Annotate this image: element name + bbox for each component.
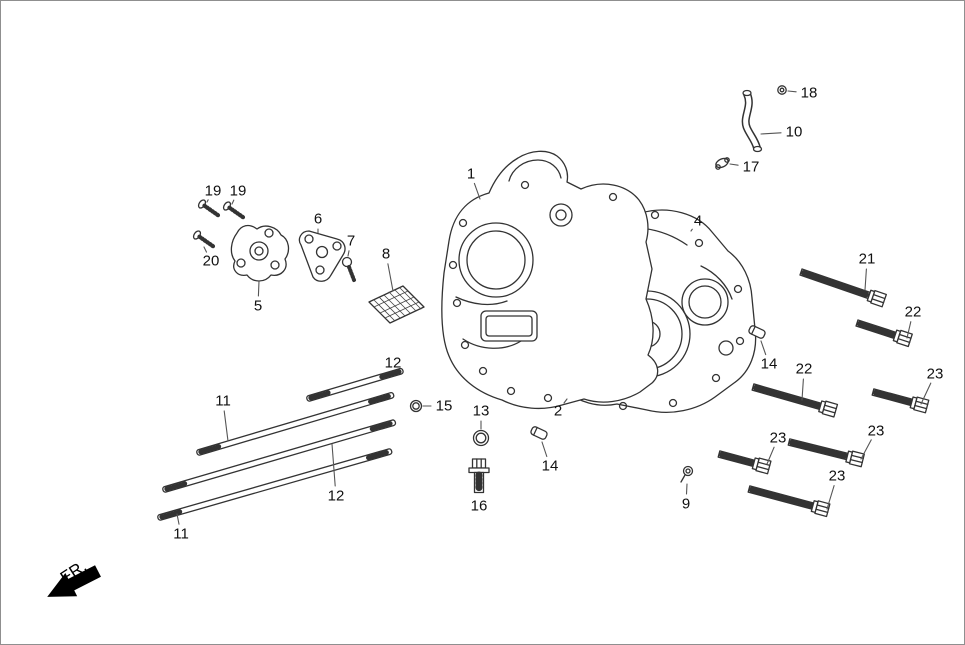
leader-line	[826, 485, 835, 510]
part-bolt-22b	[751, 383, 839, 418]
fr-direction-indicator: FR.	[47, 557, 101, 597]
leader-line	[203, 246, 208, 253]
part-bolt-23c	[717, 450, 772, 475]
leader-line	[541, 441, 548, 458]
part-bolt-21	[799, 268, 887, 308]
part-gasket-plate	[298, 230, 346, 282]
leader-lines	[176, 90, 932, 525]
part-screw-20	[192, 230, 217, 250]
part-bolt-23d	[747, 485, 831, 518]
leader-line	[906, 321, 912, 339]
part-dowel-pin-center	[530, 426, 548, 440]
leader-line	[331, 443, 336, 487]
leader-line	[729, 163, 739, 166]
leader-line	[563, 398, 568, 404]
part-stud-12-short	[306, 367, 404, 402]
leader-line	[473, 182, 481, 200]
leader-line	[766, 446, 775, 465]
part-stud-11-upper	[196, 392, 395, 456]
part-screw-19a	[197, 199, 222, 219]
part-clip	[680, 465, 694, 483]
leader-line	[685, 483, 688, 495]
part-oil-screen	[368, 285, 425, 324]
part-bolt-23a	[871, 388, 930, 414]
part-clamp-17	[715, 157, 730, 170]
leader-line	[347, 250, 350, 257]
leader-line	[231, 199, 235, 205]
leader-line	[690, 228, 693, 232]
part-screw-19b	[222, 201, 247, 221]
leader-line	[760, 132, 782, 135]
part-dowel-pin-right	[748, 325, 766, 339]
fr-arrow-icon	[47, 565, 101, 597]
part-bolt-small	[341, 256, 356, 282]
part-screw-18	[777, 85, 787, 95]
leader-line	[760, 340, 767, 356]
leader-line	[206, 199, 209, 203]
leader-line	[920, 382, 932, 405]
part-breather-tube	[741, 89, 763, 153]
leader-line	[864, 268, 867, 291]
leader-line	[387, 263, 394, 292]
leader-line	[176, 513, 180, 525]
part-bolt-23b	[787, 438, 865, 468]
leader-line	[787, 90, 797, 93]
leader-line	[223, 410, 229, 442]
part-stud-12-long	[162, 419, 397, 493]
part-crankcase-left	[441, 150, 659, 410]
leader-line	[860, 439, 872, 460]
leader-line	[801, 378, 804, 401]
part-oring-15	[409, 399, 423, 413]
part-oring-13	[472, 429, 490, 447]
part-oil-pump-plate	[230, 224, 290, 282]
part-drain-bolt	[468, 458, 490, 494]
leader-line	[257, 280, 260, 297]
part-bolt-22a	[855, 319, 913, 348]
